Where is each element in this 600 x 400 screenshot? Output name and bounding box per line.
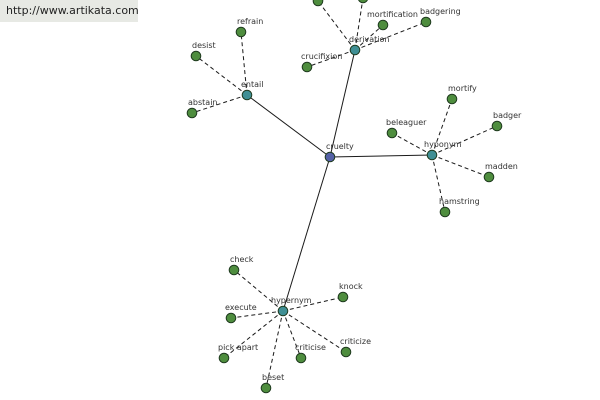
edge-hyponym-badger — [431, 125, 498, 156]
edge-hypernym-check — [233, 269, 284, 312]
center-node-cruelty[interactable] — [324, 151, 336, 163]
leaf-label-check: check — [230, 255, 254, 264]
center-label-cruelty: cruelty — [326, 142, 354, 151]
leaf-node-mortification[interactable] — [377, 19, 389, 31]
leaf-label-mortification: mortification — [367, 10, 418, 19]
leaf-node-check[interactable] — [228, 264, 240, 276]
leaf-label-criticize: criticize — [340, 337, 371, 346]
relation-node-hypernym[interactable] — [277, 305, 289, 317]
leaf-label-madden: madden — [485, 162, 518, 171]
leaf-label-knock: knock — [339, 282, 363, 291]
leaf-label-crucifixion: crucifixion — [301, 52, 342, 61]
graph-edges — [191, 0, 498, 389]
leaf-node-criticize[interactable] — [340, 346, 352, 358]
relation-label-entail: entail — [241, 80, 263, 89]
leaf-node-beleaguer[interactable] — [386, 127, 398, 139]
relation-label-hypernym: hypernym — [271, 296, 312, 305]
leaf-label-abstain: abstain — [188, 98, 217, 107]
leaf-label-hamstring: hamstring — [439, 197, 480, 206]
edge-derivation-crucifixion — [306, 49, 356, 68]
edge-hypernym-beset — [265, 310, 284, 389]
graph-nodes — [186, 0, 503, 394]
leaf-node-criticise[interactable] — [295, 352, 307, 364]
edge-hyponym-madden — [431, 154, 490, 178]
leaf-label-criticise: criticise — [295, 343, 326, 352]
edge-derivation-badgering — [354, 21, 427, 51]
leaf-node-abstain[interactable] — [186, 107, 198, 119]
leaf-label-desist: desist — [192, 41, 216, 50]
relation-label-derivation: derivation — [349, 35, 389, 44]
leaf-node-hamstring[interactable] — [439, 206, 451, 218]
leaf-node-mortify[interactable] — [446, 93, 458, 105]
leaf-node-knock[interactable] — [337, 291, 349, 303]
leaf-label-refrain: refrain — [237, 17, 263, 26]
leaf-node-refrain[interactable] — [235, 26, 247, 38]
edge-center-entail — [246, 94, 331, 158]
relation-node-entail[interactable] — [241, 89, 253, 101]
leaf-label-beset: beset — [262, 373, 284, 382]
edge-hyponym-mortify — [431, 98, 453, 156]
leaf-node-deriv-offscreen-2[interactable] — [358, 0, 368, 4]
leaf-label-execute: execute — [225, 303, 257, 312]
edge-entail-desist — [195, 55, 248, 96]
leaf-label-beleaguer: beleaguer — [386, 118, 427, 127]
edge-derivation-deriv-offscreen-2 — [354, 0, 364, 51]
edge-hyponym-beleaguer — [391, 132, 433, 156]
source-link[interactable]: http://www.artikata.com — [0, 0, 139, 22]
relation-node-derivation[interactable] — [349, 44, 361, 56]
leaf-node-badgering[interactable] — [420, 16, 432, 28]
leaf-node-deriv-offscreen-1[interactable] — [312, 0, 324, 7]
leaf-label-badger: badger — [493, 111, 522, 120]
leaf-node-crucifixion[interactable] — [301, 61, 313, 73]
edge-hypernym-criticise — [282, 310, 302, 359]
edge-hypernym-knock — [282, 296, 344, 312]
leaf-node-madden[interactable] — [483, 171, 495, 183]
edge-hyponym-hamstring — [431, 154, 446, 213]
relation-node-hyponym[interactable] — [426, 149, 438, 161]
edge-derivation-deriv-offscreen-1 — [317, 0, 356, 51]
edge-hypernym-criticize — [282, 310, 347, 353]
edge-entail-refrain — [240, 31, 248, 96]
edge-entail-abstain — [191, 94, 248, 114]
relation-label-hyponym: hyponym — [424, 140, 462, 149]
leaf-node-badger[interactable] — [491, 120, 503, 132]
edge-hypernym-execute — [230, 310, 284, 319]
edge-center-derivation — [329, 49, 356, 158]
leaf-node-execute[interactable] — [225, 312, 237, 324]
leaf-label-badgering: badgering — [420, 7, 461, 16]
leaf-node-pick-apart[interactable] — [218, 352, 230, 364]
edge-center-hypernym — [282, 156, 331, 312]
leaf-node-desist[interactable] — [190, 50, 202, 62]
edge-hypernym-pick-apart — [223, 310, 284, 359]
leaf-label-mortify: mortify — [448, 84, 477, 93]
edge-center-hyponym — [329, 154, 433, 158]
leaf-node-beset[interactable] — [260, 382, 272, 394]
edge-derivation-mortification — [354, 24, 384, 51]
leaf-label-pick-apart: pick apart — [218, 343, 258, 352]
